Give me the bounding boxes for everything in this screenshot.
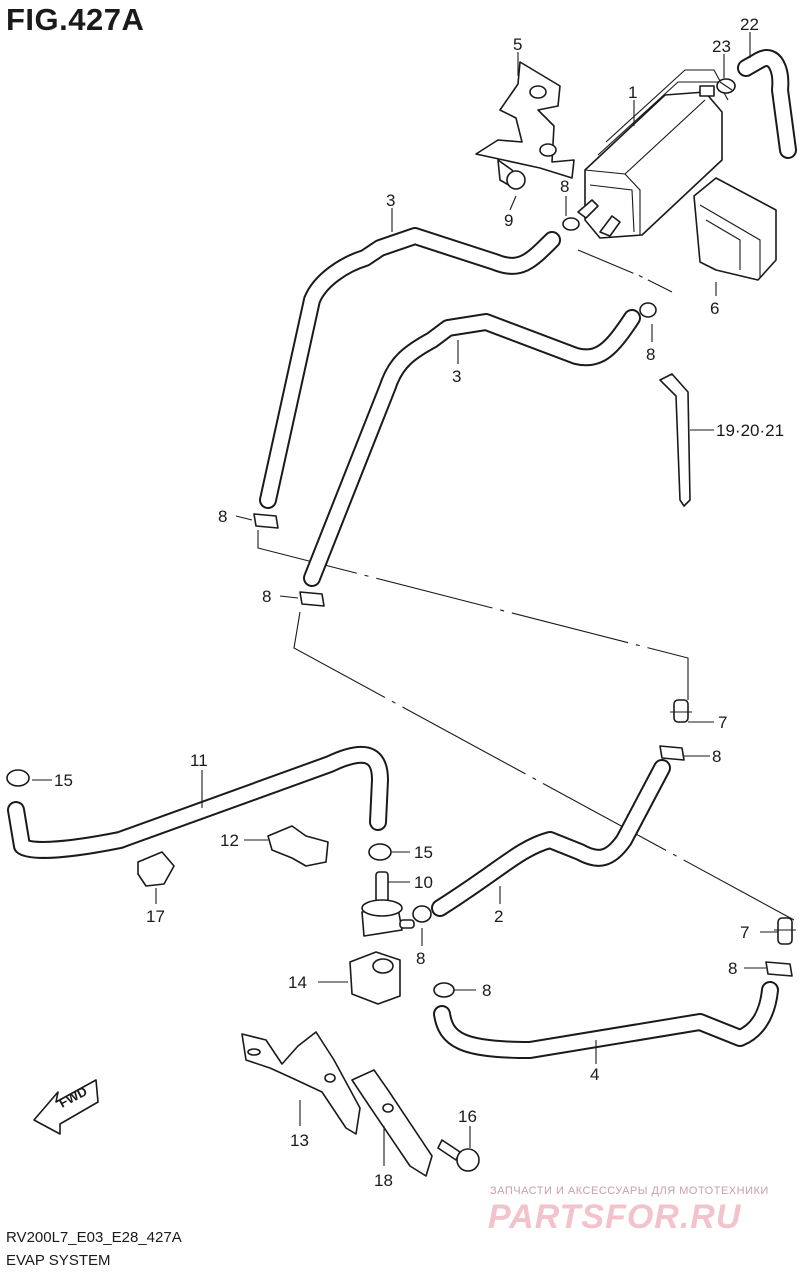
hose-3-upper[interactable] xyxy=(259,227,561,509)
bolt-16[interactable] xyxy=(437,1139,480,1172)
callout-1: 1 xyxy=(628,83,637,102)
callout-8-valve: 8 xyxy=(416,949,425,968)
callout-4: 4 xyxy=(590,1065,599,1084)
callout-7-lower: 7 xyxy=(740,923,749,942)
callout-19-20-21: 19·20·21 xyxy=(716,421,784,440)
callout-11: 11 xyxy=(190,751,208,770)
callout-7-upper: 7 xyxy=(718,713,727,732)
bolt[interactable] xyxy=(497,159,526,190)
clamp-8-upper-right[interactable] xyxy=(639,302,657,318)
joint-7-lower[interactable] xyxy=(774,917,796,945)
hose-22[interactable] xyxy=(737,49,797,159)
clamp-8-hose4[interactable] xyxy=(433,982,455,998)
clamp-8-mid-right[interactable] xyxy=(659,745,685,761)
holder-14[interactable] xyxy=(349,951,401,1005)
grommet-17[interactable] xyxy=(137,851,175,887)
callout-8-hose4: 8 xyxy=(482,981,491,1000)
callout-15-left: 15 xyxy=(54,771,73,790)
callout-labels: 1 5 9 22 23 8 6 3 3 8 19·20·21 8 8 7 8 1… xyxy=(54,15,784,1190)
bracket-13[interactable] xyxy=(241,1031,361,1135)
joint-7-upper[interactable] xyxy=(670,699,692,723)
callout-18: 18 xyxy=(374,1171,393,1190)
callout-13: 13 xyxy=(290,1131,309,1150)
callout-14: 14 xyxy=(288,973,307,992)
callout-8-lower-right: 8 xyxy=(728,959,737,978)
canister-cover[interactable] xyxy=(693,177,777,281)
callout-8-mid-right: 8 xyxy=(712,747,721,766)
clamp-23[interactable] xyxy=(716,78,736,94)
hose-2[interactable] xyxy=(431,759,671,917)
callout-10: 10 xyxy=(414,873,433,892)
callout-16: 16 xyxy=(458,1107,477,1126)
callout-8-upper-right: 8 xyxy=(646,345,655,364)
canister-bracket[interactable] xyxy=(475,61,575,179)
hose-11[interactable] xyxy=(7,745,389,859)
system-name: EVAP SYSTEM xyxy=(6,1252,111,1269)
hose-4[interactable] xyxy=(433,981,779,1059)
watermark-tagline: ЗАПЧАСТИ И АКСЕССУАРЫ ДЛЯ МОТОТЕХНИКИ xyxy=(490,1185,769,1197)
leader-lines xyxy=(32,32,778,1166)
clamp-15-left[interactable] xyxy=(6,769,30,787)
callout-9: 9 xyxy=(504,211,513,230)
callout-3-lower: 3 xyxy=(452,367,461,386)
callout-8-canister: 8 xyxy=(560,177,569,196)
callout-8-left-upper: 8 xyxy=(218,507,227,526)
clamp-8-canister[interactable] xyxy=(562,217,580,231)
clamp-15-right[interactable] xyxy=(368,843,392,861)
evap-canister[interactable] xyxy=(577,69,729,239)
watermark-logo: PARTSFOR.RU xyxy=(488,1198,742,1236)
clamp-8-valve[interactable] xyxy=(412,905,432,923)
bracket-18[interactable] xyxy=(351,1069,433,1177)
callout-6: 6 xyxy=(710,299,719,318)
callout-12: 12 xyxy=(220,831,239,850)
callout-2: 2 xyxy=(494,907,503,926)
clamp-8-lower-right[interactable] xyxy=(765,961,793,977)
callout-17: 17 xyxy=(146,907,165,926)
clip-12[interactable] xyxy=(267,825,329,867)
figure-title: FIG.427A xyxy=(6,2,145,37)
callout-5: 5 xyxy=(513,35,522,54)
clamp-8-left-lower[interactable] xyxy=(299,591,325,607)
callout-15-right: 15 xyxy=(414,843,433,862)
reference-lines xyxy=(257,249,795,921)
hose-3-lower[interactable] xyxy=(303,309,641,587)
fwd-arrow: FWD xyxy=(33,1079,99,1135)
callout-3-upper: 3 xyxy=(386,191,395,210)
clamp-8-left-upper[interactable] xyxy=(253,513,279,529)
figure-code: RV200L7_E03_E28_427A xyxy=(6,1229,182,1246)
callout-22: 22 xyxy=(740,15,759,34)
cable-tie[interactable] xyxy=(659,373,691,507)
callout-23: 23 xyxy=(712,37,731,56)
callout-8-left-lower: 8 xyxy=(262,587,271,606)
valve-10[interactable] xyxy=(361,871,415,937)
